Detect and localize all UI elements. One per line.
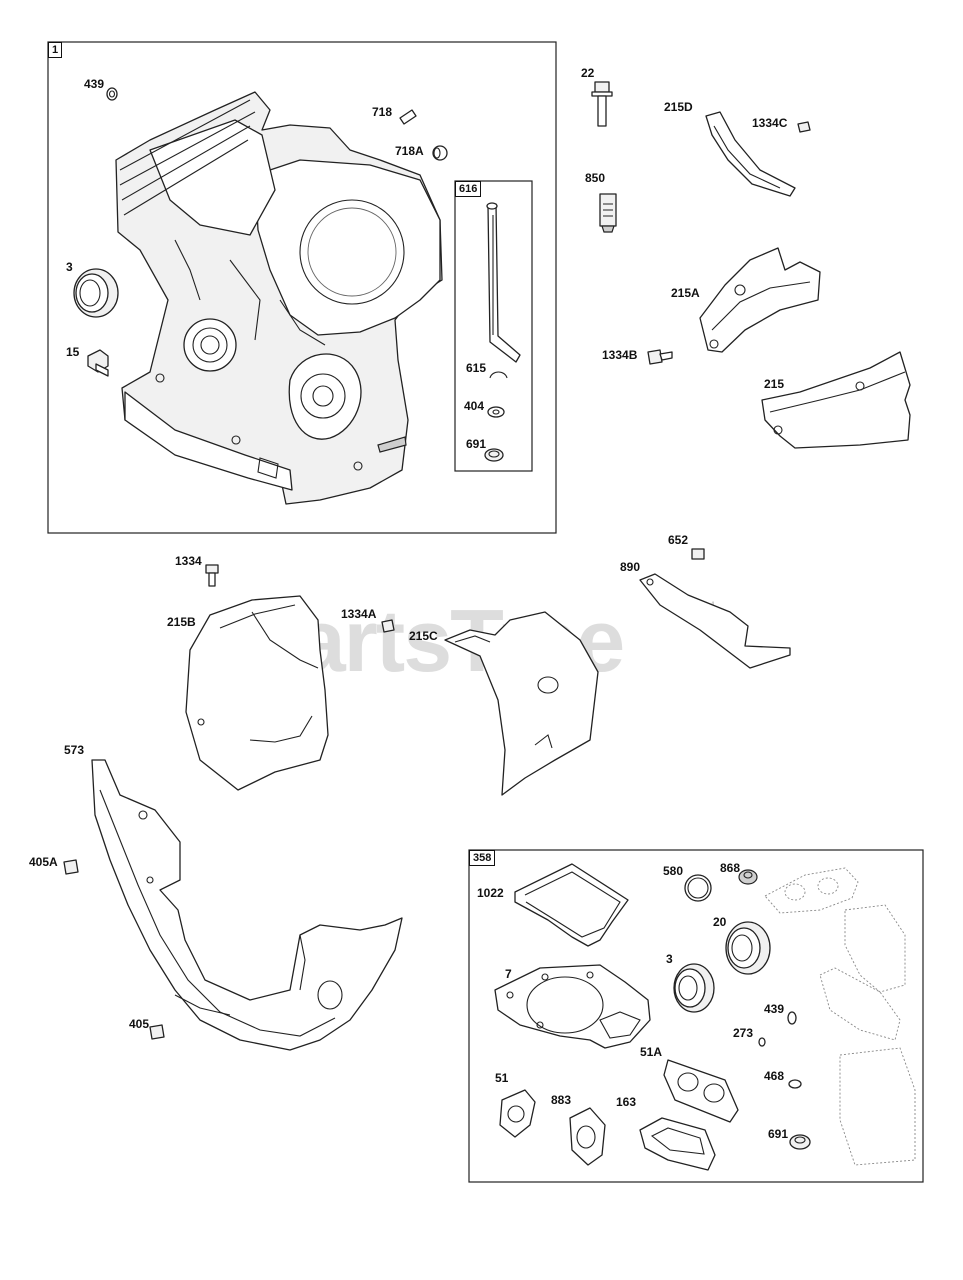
gasket-883[interactable]: [569, 1107, 606, 1166]
dipstick-tube-616[interactable]: [486, 202, 521, 363]
callout-1334A[interactable]: 1334A: [341, 607, 377, 621]
callout-439-top[interactable]: 439: [84, 77, 105, 91]
callout-850[interactable]: 850: [585, 171, 606, 185]
callout-51[interactable]: 51: [495, 1071, 509, 1085]
screw-405A[interactable]: [63, 859, 79, 875]
bracket-890[interactable]: [639, 573, 791, 669]
callout-3-left[interactable]: 3: [66, 260, 73, 274]
gasket-set-ghosts: [764, 867, 916, 1166]
dowel-718A[interactable]: [432, 145, 448, 161]
shroud-215[interactable]: [761, 351, 911, 449]
crankcase-frame: [47, 41, 557, 534]
callout-691-dipstick[interactable]: 691: [466, 437, 487, 451]
seal-691-dipstick[interactable]: [484, 448, 504, 462]
screw-1334[interactable]: [205, 564, 219, 587]
callout-1334B[interactable]: 1334B: [602, 348, 638, 362]
callout-273[interactable]: 273: [733, 1026, 754, 1040]
washer-404[interactable]: [487, 406, 505, 418]
oring-439-set[interactable]: [787, 1011, 797, 1025]
callout-1334C[interactable]: 1334C: [752, 116, 788, 130]
dipstick-frame: [454, 180, 533, 472]
oring-468[interactable]: [788, 1079, 802, 1089]
callout-652[interactable]: 652: [668, 533, 689, 547]
callout-404[interactable]: 404: [464, 399, 485, 413]
callout-3-gasket-set[interactable]: 3: [666, 952, 673, 966]
shroud-215B[interactable]: [185, 595, 329, 791]
callout-718A[interactable]: 718A: [395, 144, 424, 158]
dowel-718[interactable]: [399, 109, 417, 125]
callout-1022[interactable]: 1022: [477, 886, 504, 900]
sealant-tube-850[interactable]: [599, 193, 617, 233]
backplate-573[interactable]: [91, 759, 403, 1051]
callout-22[interactable]: 22: [581, 66, 595, 80]
gasket-51A[interactable]: [663, 1059, 739, 1123]
drain-plug-15[interactable]: [87, 349, 109, 377]
crankcase-block[interactable]: [115, 91, 443, 505]
screw-1334A[interactable]: [381, 619, 395, 633]
oil-seal-3-left[interactable]: [73, 268, 119, 318]
valve-seal-868[interactable]: [738, 869, 758, 885]
gasket-1022[interactable]: [514, 863, 629, 947]
gasket-set-frame: [468, 849, 924, 1183]
callout-7[interactable]: 7: [505, 967, 512, 981]
callout-691-set[interactable]: 691: [768, 1127, 789, 1141]
callout-439-set[interactable]: 439: [764, 1002, 785, 1016]
screw-1334C[interactable]: [797, 121, 811, 133]
callout-890[interactable]: 890: [620, 560, 641, 574]
bolt-22[interactable]: [591, 81, 613, 127]
callout-580[interactable]: 580: [663, 864, 684, 878]
oring-439-top[interactable]: [106, 87, 118, 101]
callout-405[interactable]: 405: [129, 1017, 150, 1031]
callout-215B[interactable]: 215B: [167, 615, 196, 629]
callout-1334[interactable]: 1334: [175, 554, 202, 568]
oring-580[interactable]: [684, 874, 712, 902]
gasket-7[interactable]: [494, 964, 651, 1049]
screw-1334B[interactable]: [647, 349, 673, 365]
gasket-51[interactable]: [499, 1089, 536, 1138]
callout-405A[interactable]: 405A: [29, 855, 58, 869]
callout-868[interactable]: 868: [720, 861, 741, 875]
callout-215C[interactable]: 215C: [409, 629, 438, 643]
callout-573[interactable]: 573: [64, 743, 85, 757]
box-label-gasket-set: 358: [469, 850, 496, 866]
screw-652[interactable]: [691, 548, 705, 560]
callout-215[interactable]: 215: [764, 377, 785, 391]
callout-163[interactable]: 163: [616, 1095, 637, 1109]
shroud-215A[interactable]: [699, 247, 821, 353]
callout-883[interactable]: 883: [551, 1093, 572, 1107]
clip-615[interactable]: [489, 371, 508, 379]
callout-51A[interactable]: 51A: [640, 1045, 663, 1059]
bracket-215D[interactable]: [705, 111, 796, 197]
callout-468[interactable]: 468: [764, 1069, 785, 1083]
seal-20[interactable]: [725, 921, 771, 975]
box-label-dipstick: 616: [455, 181, 482, 197]
screw-405[interactable]: [149, 1024, 165, 1040]
callout-15[interactable]: 15: [66, 345, 80, 359]
shroud-215C[interactable]: [444, 611, 599, 796]
oring-273[interactable]: [758, 1037, 766, 1047]
callout-615[interactable]: 615: [466, 361, 487, 375]
callout-215A[interactable]: 215A: [671, 286, 700, 300]
callout-215D[interactable]: 215D: [664, 100, 693, 114]
box-label-crankcase: 1: [48, 42, 63, 58]
callout-718[interactable]: 718: [372, 105, 393, 119]
seal-691-set[interactable]: [789, 1134, 811, 1150]
seal-3-gasket-set[interactable]: [673, 963, 715, 1013]
callout-20[interactable]: 20: [713, 915, 727, 929]
gasket-163[interactable]: [639, 1117, 716, 1171]
